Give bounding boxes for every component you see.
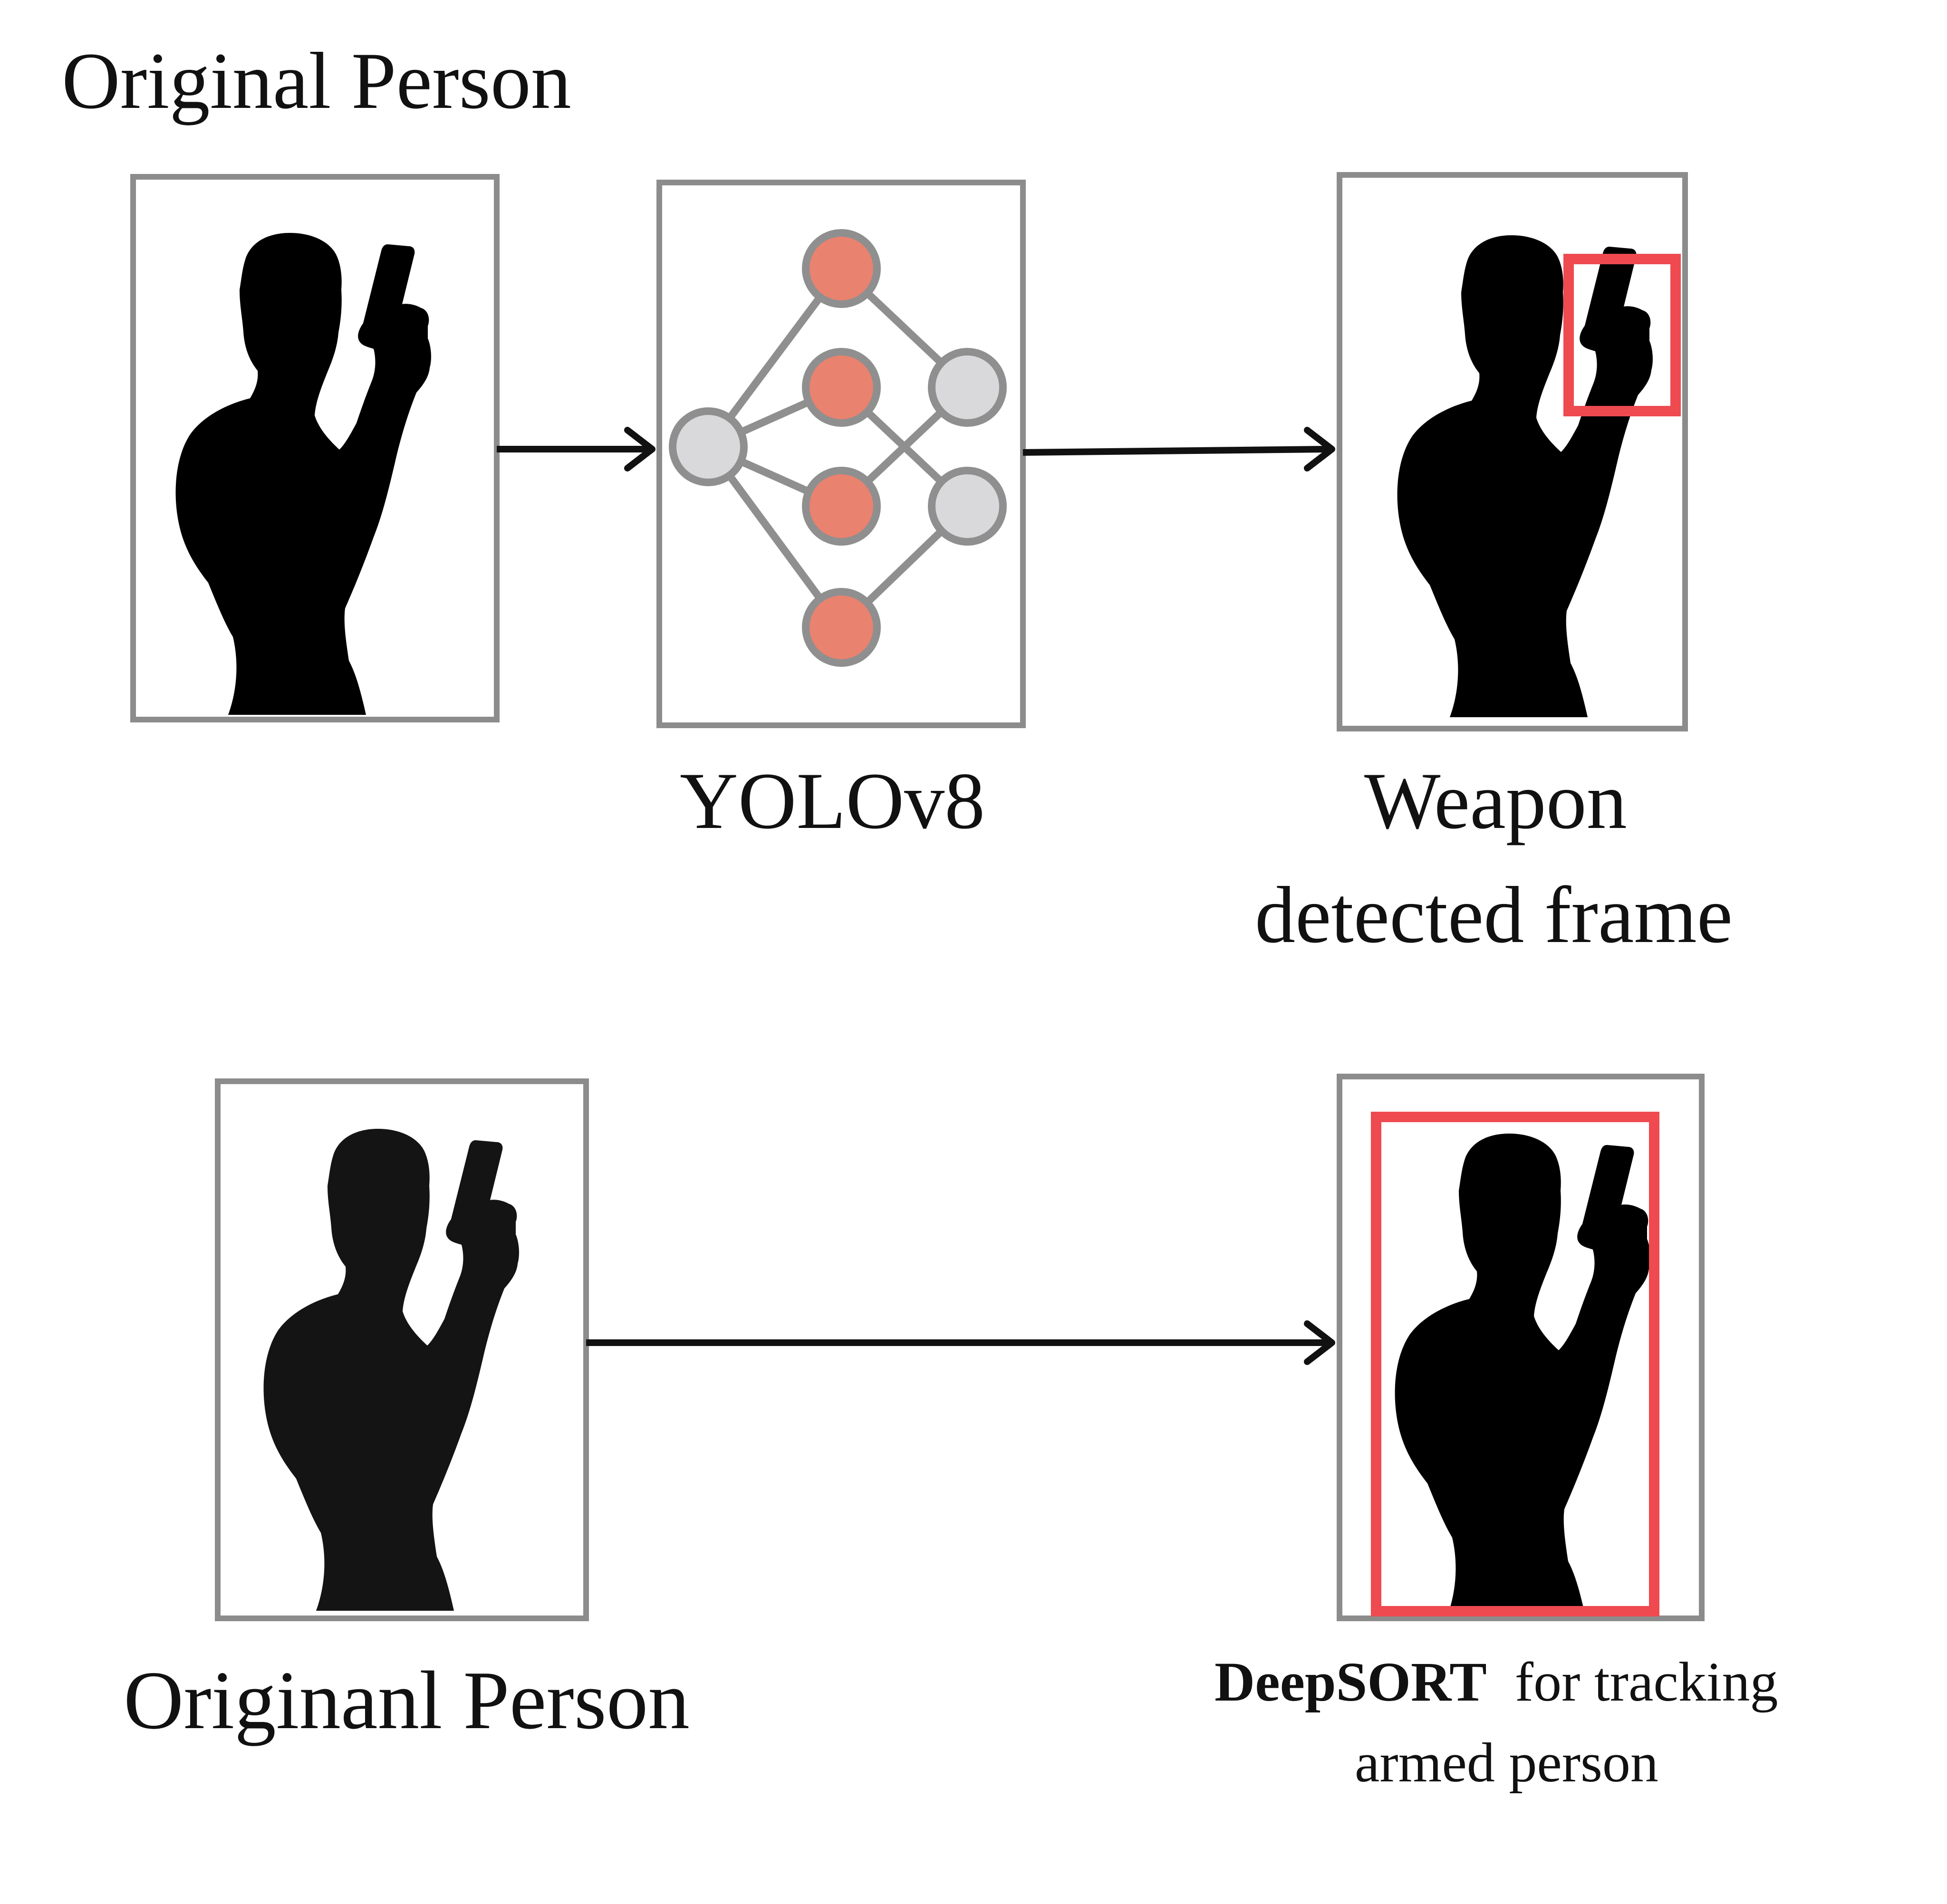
arrow-to-tracking-frame <box>586 1320 1335 1365</box>
node-grey <box>928 467 1007 546</box>
node-grey <box>928 348 1007 427</box>
original-person-bottom-label: Originanl Person <box>124 1654 690 1746</box>
node-orange <box>802 229 881 308</box>
arrow-to-yolo <box>497 427 655 471</box>
frame-weapon-detected <box>1337 172 1688 731</box>
deepsort-label: DeepSORT <box>1214 1651 1487 1713</box>
armed-person-label: armed person <box>1355 1731 1658 1794</box>
frame-original-bottom <box>215 1078 589 1621</box>
person-tracking-box <box>1371 1112 1659 1616</box>
for-tracking-label: for tracking <box>1514 1651 1778 1713</box>
node-grey <box>669 407 748 486</box>
frame-deepsort-tracking <box>1337 1074 1705 1621</box>
node-orange <box>802 588 881 667</box>
original-person-label: Original Person <box>62 36 571 125</box>
weapon-label: Weapon <box>1364 756 1627 846</box>
frame-yolo-network <box>656 180 1026 728</box>
arrow-to-weapon-frame <box>1022 427 1335 471</box>
yolov8-label: YOLOv8 <box>680 756 985 846</box>
frame-original-top <box>130 174 500 722</box>
network-nodes <box>669 229 1007 667</box>
weapon-bounding-box <box>1563 254 1681 416</box>
node-orange <box>802 467 881 546</box>
node-orange <box>802 348 881 427</box>
deepsort-caption: DeepSORT for tracking <box>1214 1654 1778 1710</box>
detected-frame-label: detected frame <box>1255 870 1733 960</box>
